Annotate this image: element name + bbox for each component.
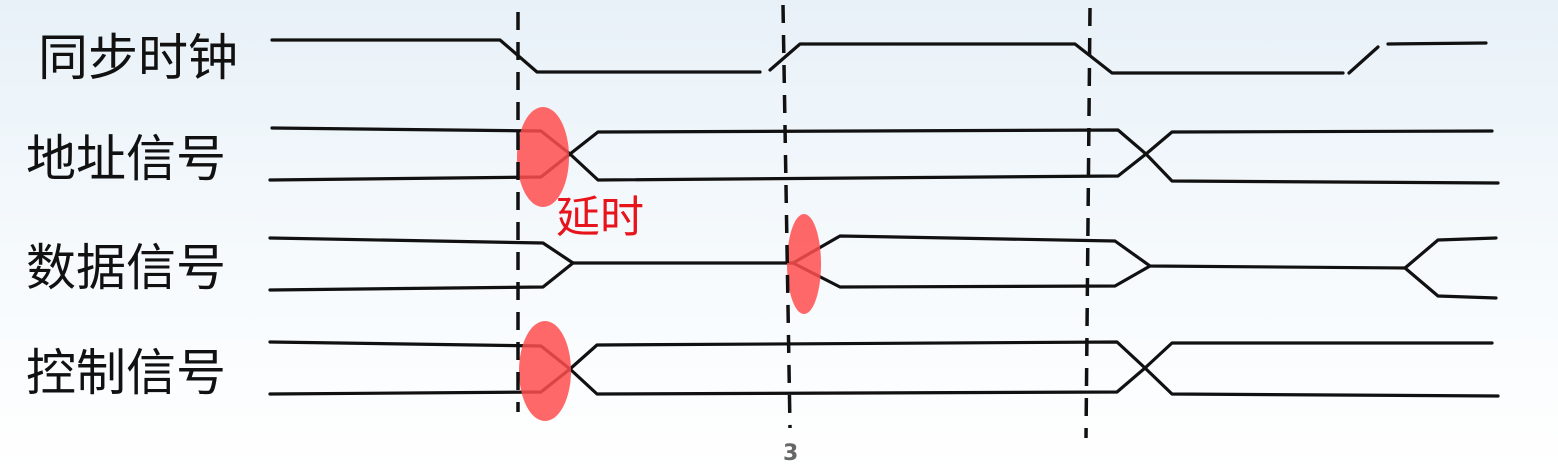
clock-edge-line-3 xyxy=(1084,7,1092,439)
clock-signal-label: 同步时钟 xyxy=(38,29,238,87)
address-waveform xyxy=(268,126,1500,185)
address-signal-label: 地址信号 xyxy=(26,130,226,188)
clock-edge-line-2 xyxy=(781,4,792,429)
address-delay-marker xyxy=(517,107,569,207)
page-number: 3 xyxy=(783,441,798,466)
data-signal-label: 数据信号 xyxy=(26,239,226,297)
control-signal-label: 控制信号 xyxy=(26,344,226,402)
data-waveform xyxy=(268,234,1498,300)
data-delay-marker xyxy=(787,214,821,314)
clock-waveform xyxy=(270,38,1488,75)
delay-annotation: 延时 xyxy=(556,192,644,243)
control-waveform xyxy=(268,340,1500,398)
control-delay-marker xyxy=(519,321,571,421)
